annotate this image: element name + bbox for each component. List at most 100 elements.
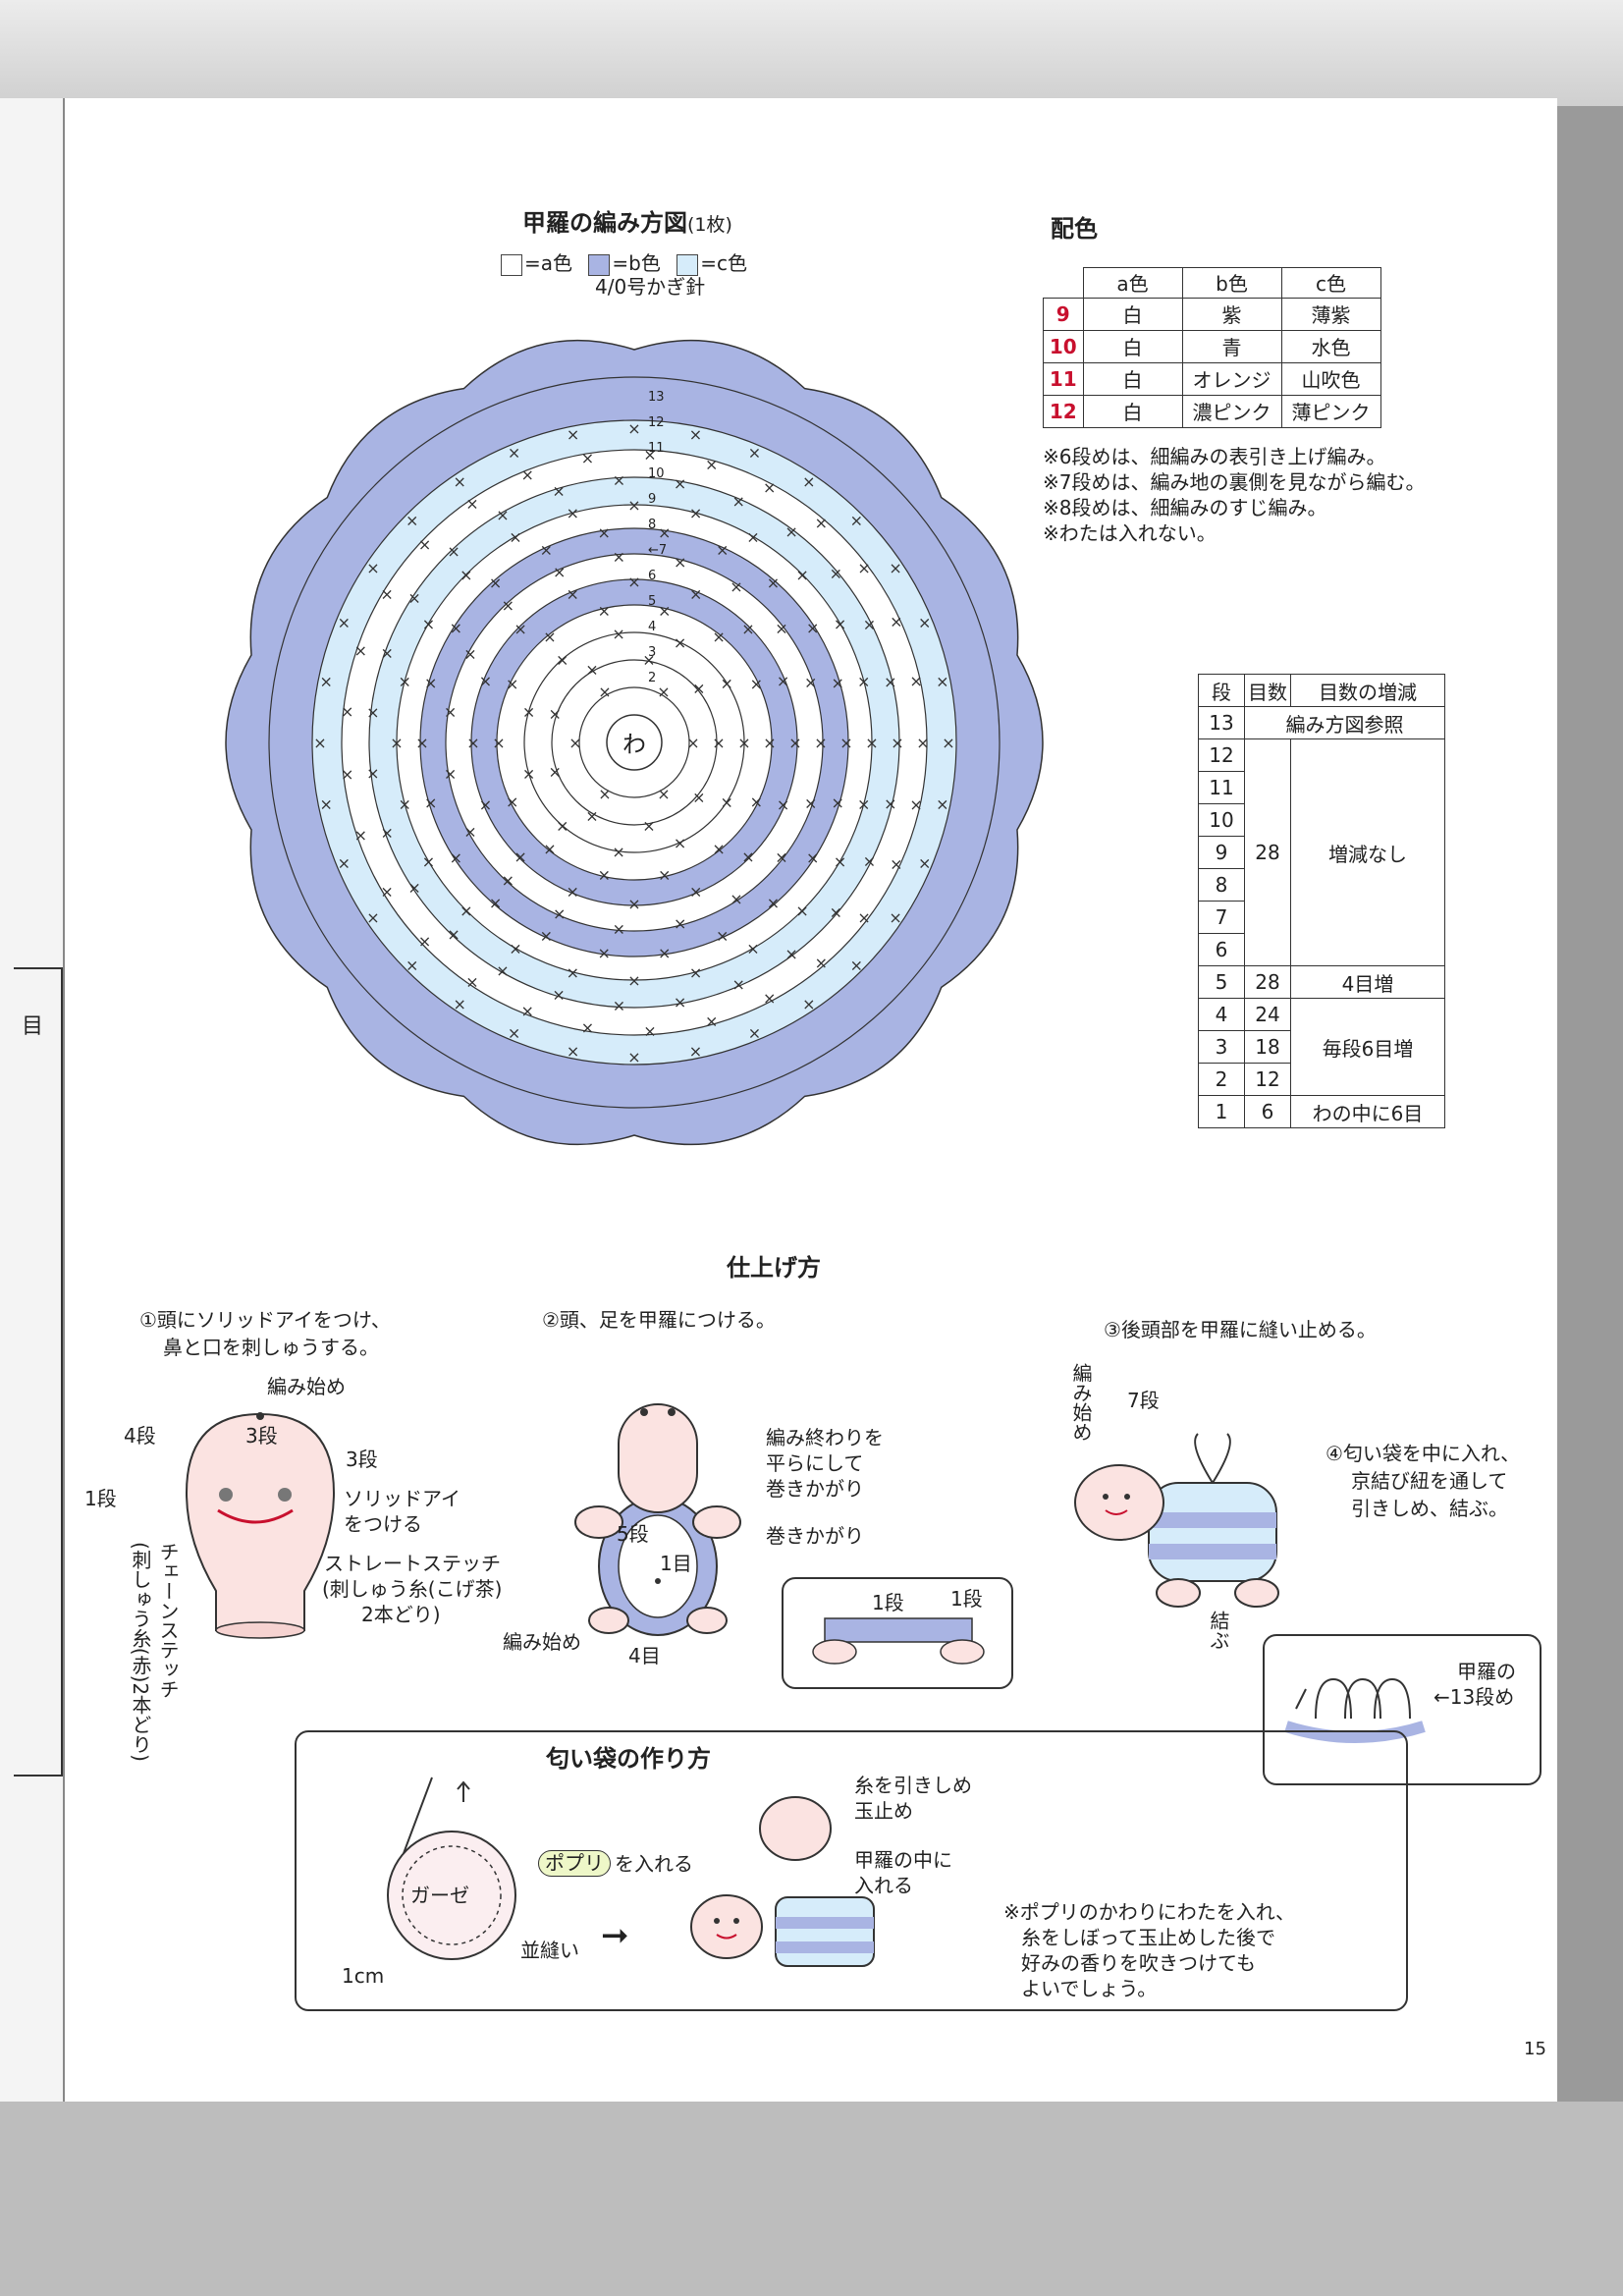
stitch-mark: × (463, 645, 476, 664)
stitch-mark: × (390, 734, 403, 752)
row-number-label: ←7 (648, 543, 667, 558)
step1-dan3a: 3段 (245, 1424, 278, 1448)
step1-straight3: 2本どり) (361, 1603, 441, 1626)
step3-dan7: 7段 (1127, 1389, 1160, 1412)
step1-straight1: ストレートステッチ (324, 1552, 501, 1575)
stitch-mark: × (730, 577, 742, 596)
stitch-mark: × (613, 470, 625, 489)
stitch-mark: × (686, 734, 699, 752)
stitch-mark: × (553, 904, 566, 923)
stitch-mark: × (568, 734, 581, 752)
stitch-mark: × (884, 794, 896, 813)
stitch-mark: × (721, 674, 733, 692)
stitch-mark: × (424, 674, 437, 692)
stitch-mark: × (832, 674, 844, 692)
side-index-tab: 目 (14, 967, 63, 1777)
step3-start: 編み始め (1069, 1363, 1093, 1442)
stitch-mark: × (721, 793, 733, 812)
sachet-put-in: を入れる (615, 1852, 693, 1876)
step4-detail-box (1263, 1634, 1542, 1785)
stitch-mark: × (627, 573, 640, 591)
stitch-mark: × (689, 504, 702, 522)
step4-line3: 引きしめ、結ぶ。 (1351, 1497, 1508, 1520)
stitch-mark: × (407, 878, 420, 897)
stitch-mark: × (942, 734, 954, 752)
stitch-mark: × (598, 523, 611, 542)
sachet-pull1: 糸を引きしめ (854, 1774, 972, 1797)
side-tab-label: 目 (22, 1014, 44, 1039)
stitch-mark: × (936, 794, 948, 813)
sachet-turtle-illustration (690, 1796, 875, 1967)
row-number-label: 6 (648, 569, 656, 583)
stitch-mark: × (520, 1002, 533, 1020)
stitch-mark: × (865, 734, 878, 752)
legend-swatch-b (588, 253, 611, 276)
stitch-mark: × (716, 926, 729, 945)
stitch-mark: × (422, 852, 435, 871)
stitch-mark: × (689, 963, 702, 982)
stitch-mark: × (748, 443, 761, 462)
stitch-mark: × (815, 514, 828, 532)
stitch-mark: × (598, 683, 611, 701)
stitch-mark: × (909, 672, 922, 690)
head-illustration (185, 1412, 336, 1639)
step2-detail-illustration (812, 1617, 985, 1665)
stitch-mark: × (465, 972, 478, 991)
color-header-c: c色 (1280, 267, 1381, 299)
stitch-mark: × (366, 559, 379, 577)
stitch-mark: × (463, 822, 476, 841)
step2-dan5: 5段 (617, 1522, 649, 1546)
colors-title: 配色 (1051, 215, 1098, 243)
sachet-gauze: ガーゼ (410, 1884, 469, 1907)
step1-dan3b: 3段 (346, 1448, 378, 1471)
stitch-mark: × (627, 1048, 640, 1066)
stitch-mark: × (354, 826, 367, 845)
stitch-mark: × (496, 506, 509, 524)
row-number-label: 3 (648, 645, 656, 660)
row-number-label: 10 (648, 466, 665, 481)
stitch-mark: × (658, 866, 671, 885)
stitch-mark: × (447, 925, 460, 944)
color-notes: ※6段めは、細編みの表引き上げ編み。※7段めは、編み地の裏側を見ながら編む。※8… (1043, 445, 1426, 545)
stitch-mark: × (581, 1018, 594, 1037)
step2-line: ②頭、足を甲羅につける。 (542, 1308, 776, 1332)
stitch-mark: × (341, 702, 353, 721)
step1-line2: 鼻と口を刺しゅうする。 (163, 1336, 379, 1359)
stitch-mark: × (918, 853, 931, 872)
step4-line2: 京結び紐を通して (1351, 1469, 1508, 1493)
stitch-mark: × (748, 1024, 761, 1043)
stitch-mark: × (585, 806, 598, 825)
stitch-mark: × (406, 956, 418, 974)
stitch-mark: × (795, 902, 808, 920)
stitch-mark: × (418, 932, 431, 951)
stitch-mark: × (399, 672, 411, 690)
stitch-mark: × (567, 584, 579, 603)
stitch-mark: × (598, 785, 611, 803)
stitch-mark: × (737, 734, 750, 752)
stitch-mark: × (689, 425, 702, 444)
stitch-mark: × (863, 616, 876, 634)
color-header-a: a色 (1082, 267, 1183, 299)
sachet-title: 匂い袋の作り方 (546, 1745, 711, 1773)
stitch-mark: × (444, 703, 457, 722)
finish-title: 仕上げ方 (727, 1254, 821, 1282)
stitch-mark: × (399, 795, 411, 814)
step1-line1: ①頭にソリッドアイをつけ、 (139, 1308, 391, 1332)
stitch-mark: × (741, 847, 754, 866)
stitch-mark: × (415, 734, 428, 752)
stitch-mark: × (767, 574, 780, 592)
stitch-mark: × (454, 472, 466, 491)
crochet-diagram: × × × × × × × × × × × × × × × × × × × × × × × × × × × × × × × × × × × × × × × ×… (225, 339, 1044, 1146)
stitch-mark: × (658, 944, 671, 962)
stitch-mark: × (830, 565, 842, 583)
stitch-mark: × (380, 824, 393, 843)
stitch-mark: × (514, 620, 526, 638)
scan-top-edge (0, 0, 1623, 106)
stitch-mark: × (763, 989, 776, 1008)
step1-straight2: (刺しゅう糸(こげ茶) (322, 1577, 503, 1601)
sachet-box (295, 1730, 1408, 2011)
color-header-b: b色 (1181, 267, 1282, 299)
stitch-mark: × (891, 734, 903, 752)
